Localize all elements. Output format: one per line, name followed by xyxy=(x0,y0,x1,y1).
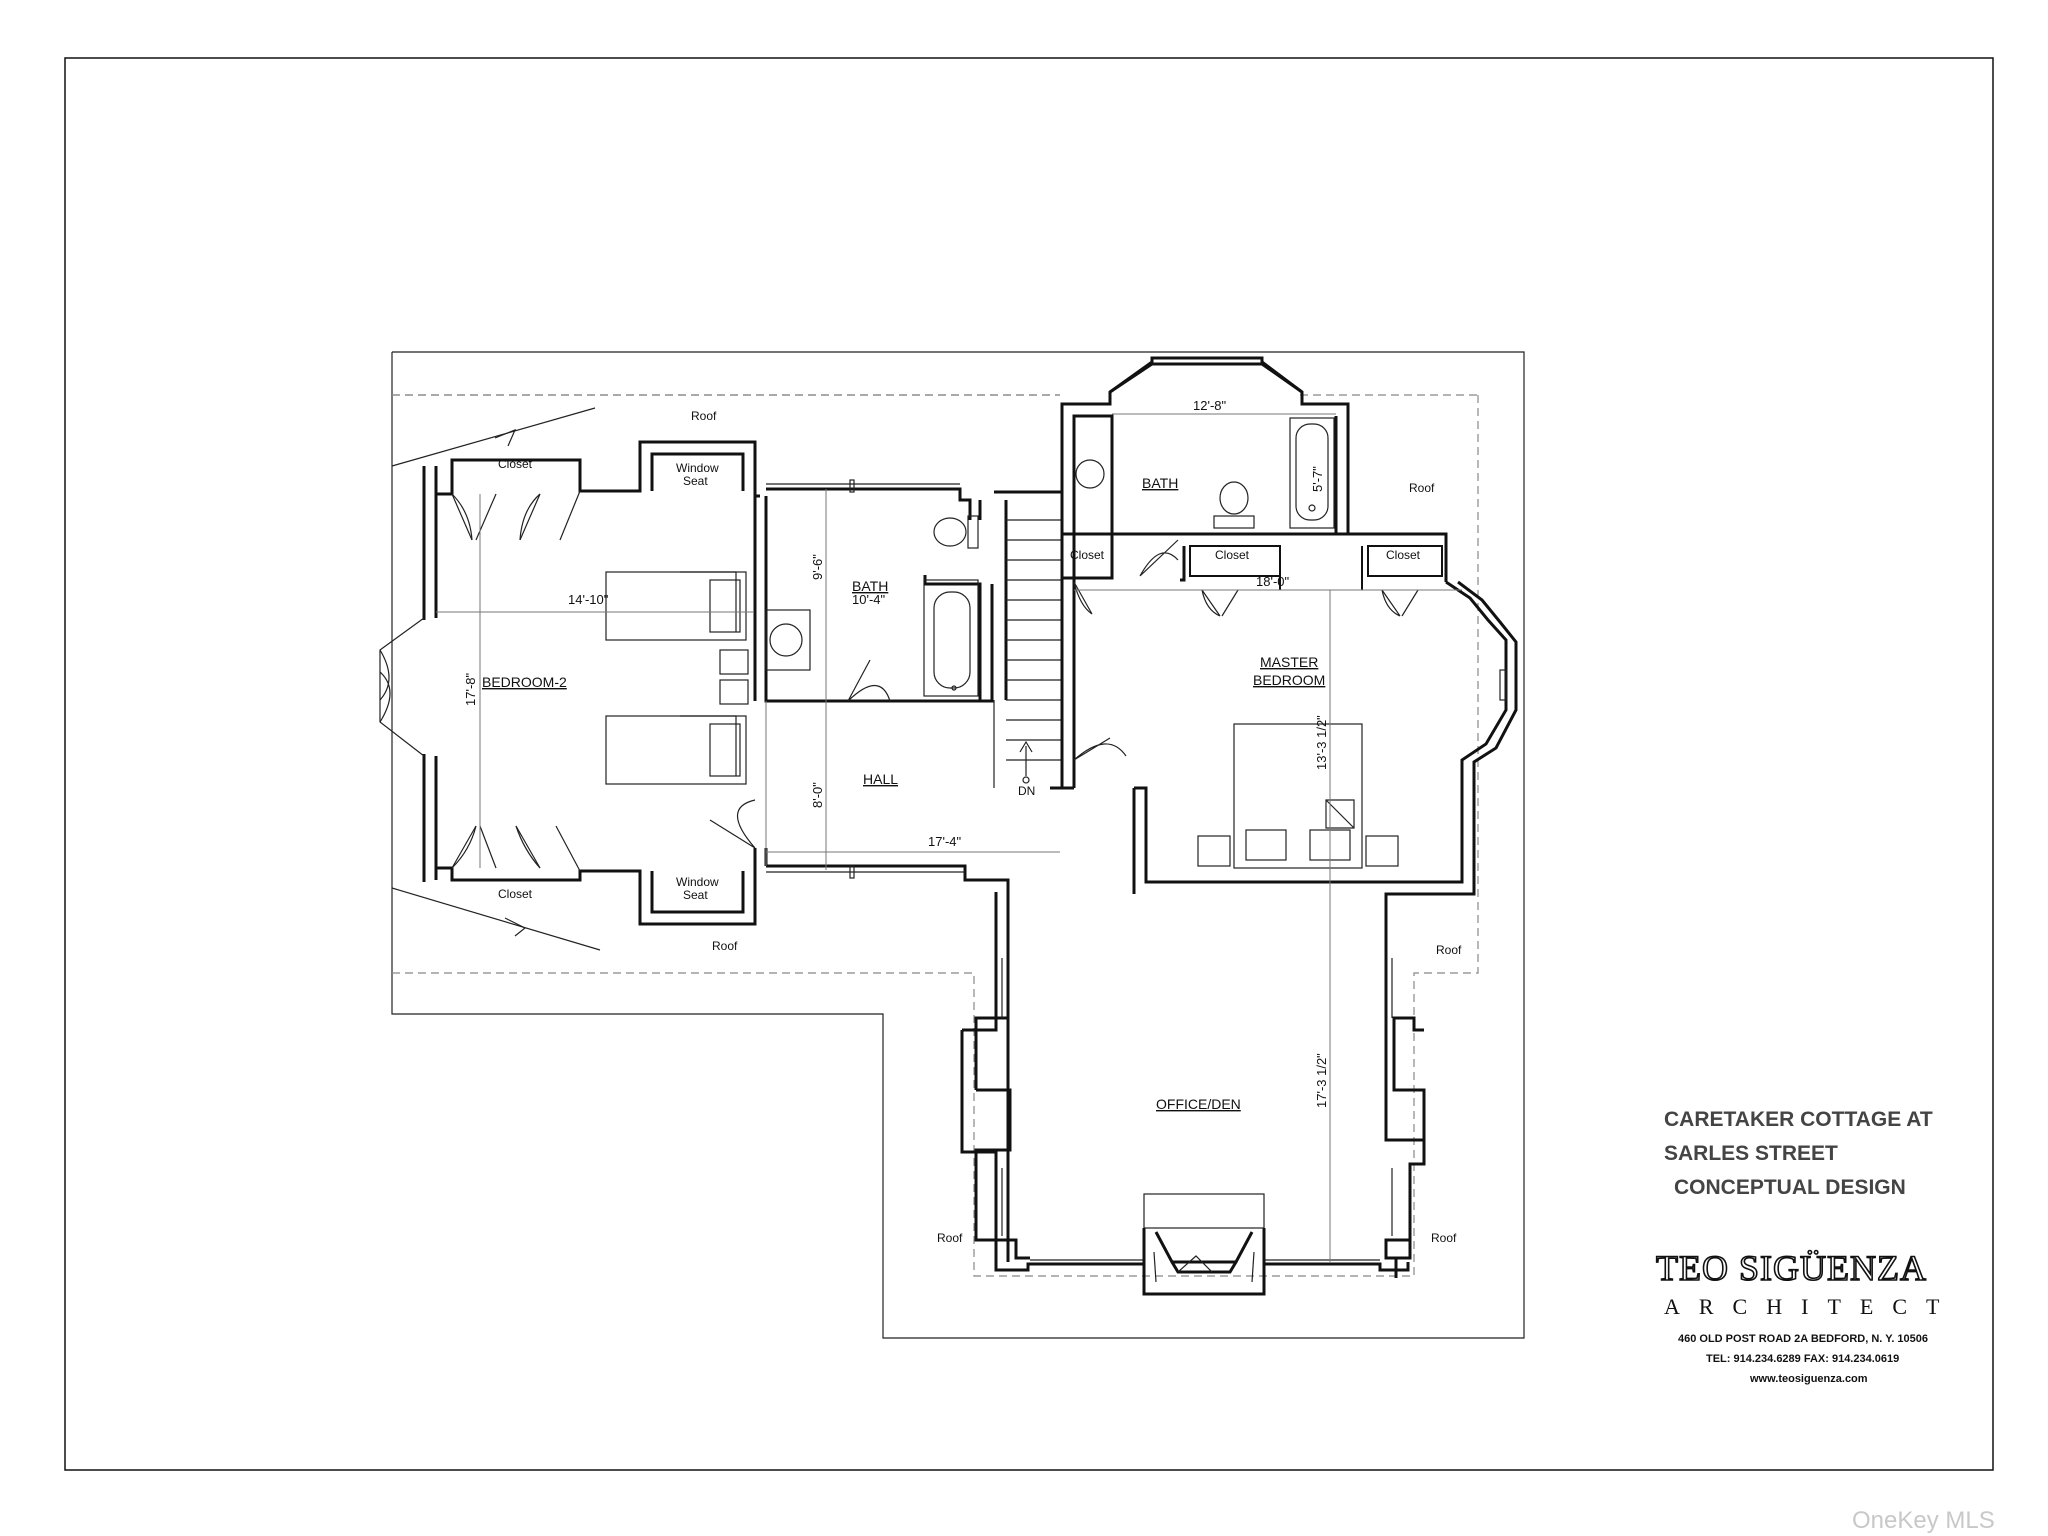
hall-bath-toilet xyxy=(933,517,967,547)
master-tub-drain xyxy=(1308,504,1316,512)
twin-bed-2 xyxy=(605,715,747,785)
dim-hall-depth: 8'-0" xyxy=(810,782,825,808)
dim-bath-depth: 9'-6" xyxy=(810,554,825,580)
roof-break-nw xyxy=(494,428,517,447)
closet-label-master-2: Closet xyxy=(1215,548,1250,562)
window-mullion-north xyxy=(849,479,855,493)
title-line-2: SARLES STREET xyxy=(1664,1142,1838,1165)
toilet-tank xyxy=(967,515,979,549)
master-bath-door xyxy=(1139,539,1179,577)
fireplace xyxy=(1142,1193,1266,1296)
firm-phone: TEL: 914.234.6289 FAX: 914.234.0619 xyxy=(1706,1353,1899,1365)
roof-label-southwest: Roof xyxy=(937,1231,963,1245)
closet-label-master-3: Closet xyxy=(1386,548,1421,562)
dimension-lines xyxy=(436,413,1462,1262)
master-closet-doors xyxy=(1073,581,1419,617)
room-label-master-bath: BATH xyxy=(1142,475,1178,491)
office-side-windows xyxy=(1001,958,1393,1261)
closet-doors-south xyxy=(451,825,581,872)
dim-master-width: 18'-0" xyxy=(1256,574,1290,589)
window-mullion-south xyxy=(849,865,855,879)
closet-label-nw: Closet xyxy=(498,457,533,471)
firm-subtitle: ARCHITECT xyxy=(1664,1294,1958,1319)
title-line-3: CONCEPTUAL DESIGN xyxy=(1674,1176,1906,1199)
nightstands xyxy=(719,649,749,705)
room-label-bedroom-2: BEDROOM-2 xyxy=(482,674,567,690)
title-line-1: CARETAKER COTTAGE AT xyxy=(1664,1108,1933,1131)
hall-bath-vanity xyxy=(765,609,811,671)
master-bay-window xyxy=(1499,669,1507,701)
tub-drain xyxy=(951,685,957,691)
roof-label-north: Roof xyxy=(691,409,717,423)
hall-bath-sink xyxy=(769,623,803,657)
hall-bath-walls xyxy=(766,487,994,703)
master-bath-toilet xyxy=(1219,481,1249,515)
hall-bath-size: 10'-4" xyxy=(852,592,886,607)
master-tub xyxy=(1295,423,1329,521)
window-seat-s-line2: Seat xyxy=(683,888,708,902)
dim-master-depth: 13'-3 1/2" xyxy=(1314,715,1329,770)
master-tub-frame xyxy=(1289,417,1335,529)
dim-master-bath-width: 12'-8" xyxy=(1193,398,1227,413)
stair-dn-label: DN xyxy=(1018,784,1035,798)
dim-bedroom-2-depth: 17'-8" xyxy=(463,672,478,706)
hall-bath-tub-frame xyxy=(923,579,979,697)
twin-bed-1 xyxy=(605,571,747,641)
overhang-body xyxy=(392,395,1479,1277)
hall-bath-tub xyxy=(933,591,971,689)
roof-line-sw xyxy=(391,887,601,951)
window-seat-s-line1: Window xyxy=(676,875,719,889)
master-bay-wall-outer xyxy=(1457,580,1518,788)
master-bedroom-door xyxy=(1073,737,1127,761)
master-bath-sink xyxy=(1075,459,1105,489)
hall-south-wall xyxy=(766,864,1010,1262)
bedroom-2-walls xyxy=(422,440,960,926)
room-label-master-2: BEDROOM xyxy=(1253,672,1325,688)
closet-label-sw: Closet xyxy=(498,887,533,901)
master-bed xyxy=(1197,723,1399,869)
room-label-hall: HALL xyxy=(863,771,898,787)
firm-website: www.teosiguenza.com xyxy=(1749,1373,1868,1385)
master-bay-wall xyxy=(1445,580,1508,788)
roof-label-office-east: Roof xyxy=(1431,1231,1457,1245)
stair-treads xyxy=(993,519,1062,788)
master-closet-walls xyxy=(1062,532,1448,590)
roof-label-southeast: Roof xyxy=(1436,943,1462,957)
dim-office-depth: 17'-3 1/2" xyxy=(1314,1053,1329,1108)
firm-address: 460 OLD POST ROAD 2A BEDFORD, N. Y. 1050… xyxy=(1678,1333,1928,1345)
dim-hall-width: 17'-4" xyxy=(928,834,962,849)
closet-label-master-1: Closet xyxy=(1070,548,1105,562)
bedroom-2-bay-door xyxy=(379,617,425,757)
room-label-hall-bath: BATH xyxy=(852,578,888,594)
roof-line-nw xyxy=(391,407,596,467)
roof-break-sw xyxy=(504,917,527,937)
window-seat-n-line1: Window xyxy=(676,461,719,475)
roof-label-south: Roof xyxy=(712,939,738,953)
master-toilet-tank xyxy=(1213,515,1255,529)
room-label-office-den: OFFICE/DEN xyxy=(1156,1096,1241,1112)
roof-outline xyxy=(391,351,1525,1339)
closet-doors-north xyxy=(451,490,581,541)
stair-down-arrow xyxy=(1019,740,1033,776)
mls-watermark: OneKey MLS xyxy=(1852,1507,1995,1534)
window-seat-n-line2: Seat xyxy=(683,474,708,488)
dim-bedroom-2-width: 14'-10" xyxy=(568,592,609,607)
stair-arrow-dot xyxy=(1022,776,1030,784)
firm-name: TEO SIGÜENZA xyxy=(1656,1248,1927,1288)
office-den-walls xyxy=(960,878,1426,1272)
bedroom-2-door xyxy=(709,799,756,849)
dim-tub-length: 5'-7" xyxy=(1310,466,1325,492)
master-bath-walls xyxy=(1060,356,1350,788)
hall-bath-door xyxy=(847,659,891,702)
room-label-master-1: MASTER xyxy=(1260,654,1318,670)
roof-label-east: Roof xyxy=(1409,481,1435,495)
sheet-border xyxy=(64,57,1994,1471)
